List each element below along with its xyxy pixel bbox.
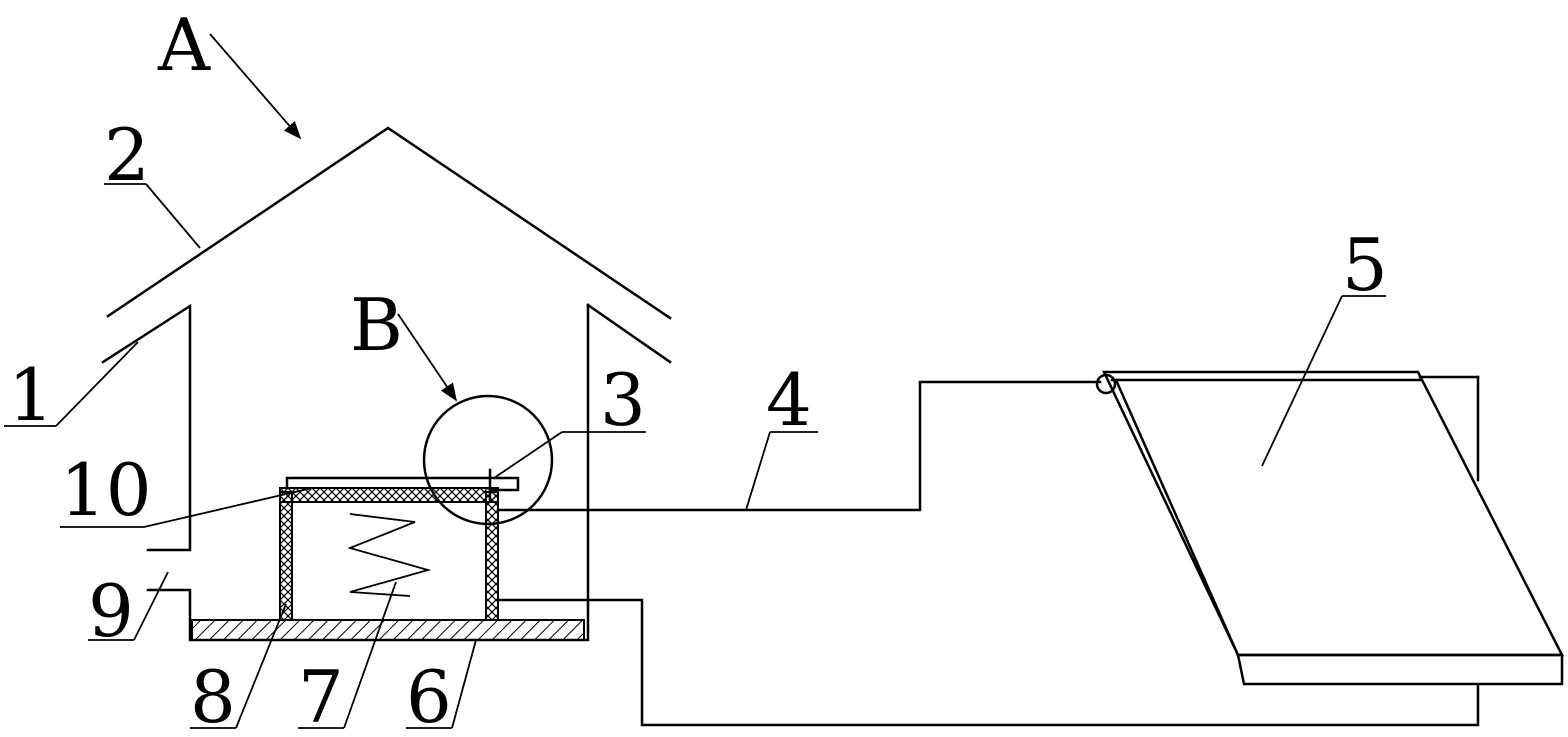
lid (285, 476, 520, 492)
leader-6 (451, 639, 477, 729)
wire-lower (496, 598, 1480, 727)
label-1: 1 (8, 353, 54, 437)
roof-right-eave (586, 303, 672, 364)
label-4: 4 (766, 358, 812, 442)
arrow-b (397, 313, 458, 402)
hinge-icon (1095, 373, 1117, 395)
label-7: 7 (298, 655, 344, 737)
container-left-wall (279, 491, 293, 621)
label-3: 3 (600, 358, 646, 442)
label-8: 8 (190, 655, 236, 737)
leader-1 (55, 341, 139, 427)
solar-panel (1095, 370, 1565, 686)
container-right-wall (485, 491, 499, 621)
leader-3 (493, 431, 563, 479)
label-10: 10 (60, 448, 152, 532)
detail-circle-b (422, 394, 554, 526)
leader-4 (745, 431, 771, 511)
membrane (279, 487, 499, 503)
label-2: 2 (104, 113, 150, 197)
spring (347, 513, 432, 597)
wire-upper (496, 380, 1102, 512)
outlet-step (146, 588, 590, 642)
leader-8 (235, 603, 287, 729)
left-wall (101, 303, 192, 552)
leader-2 (145, 183, 201, 249)
leader-10 (143, 487, 313, 528)
label-9: 9 (88, 569, 134, 653)
label-6: 6 (406, 655, 452, 737)
label-a: A (157, 3, 211, 87)
leader-9 (133, 571, 169, 641)
label-b: B (350, 283, 403, 367)
arrow-a (209, 33, 302, 140)
label-5: 5 (1342, 223, 1388, 307)
base-plate (191, 619, 585, 641)
leader-5 (1261, 295, 1343, 467)
leader-7 (343, 581, 397, 729)
roof (106, 126, 672, 320)
